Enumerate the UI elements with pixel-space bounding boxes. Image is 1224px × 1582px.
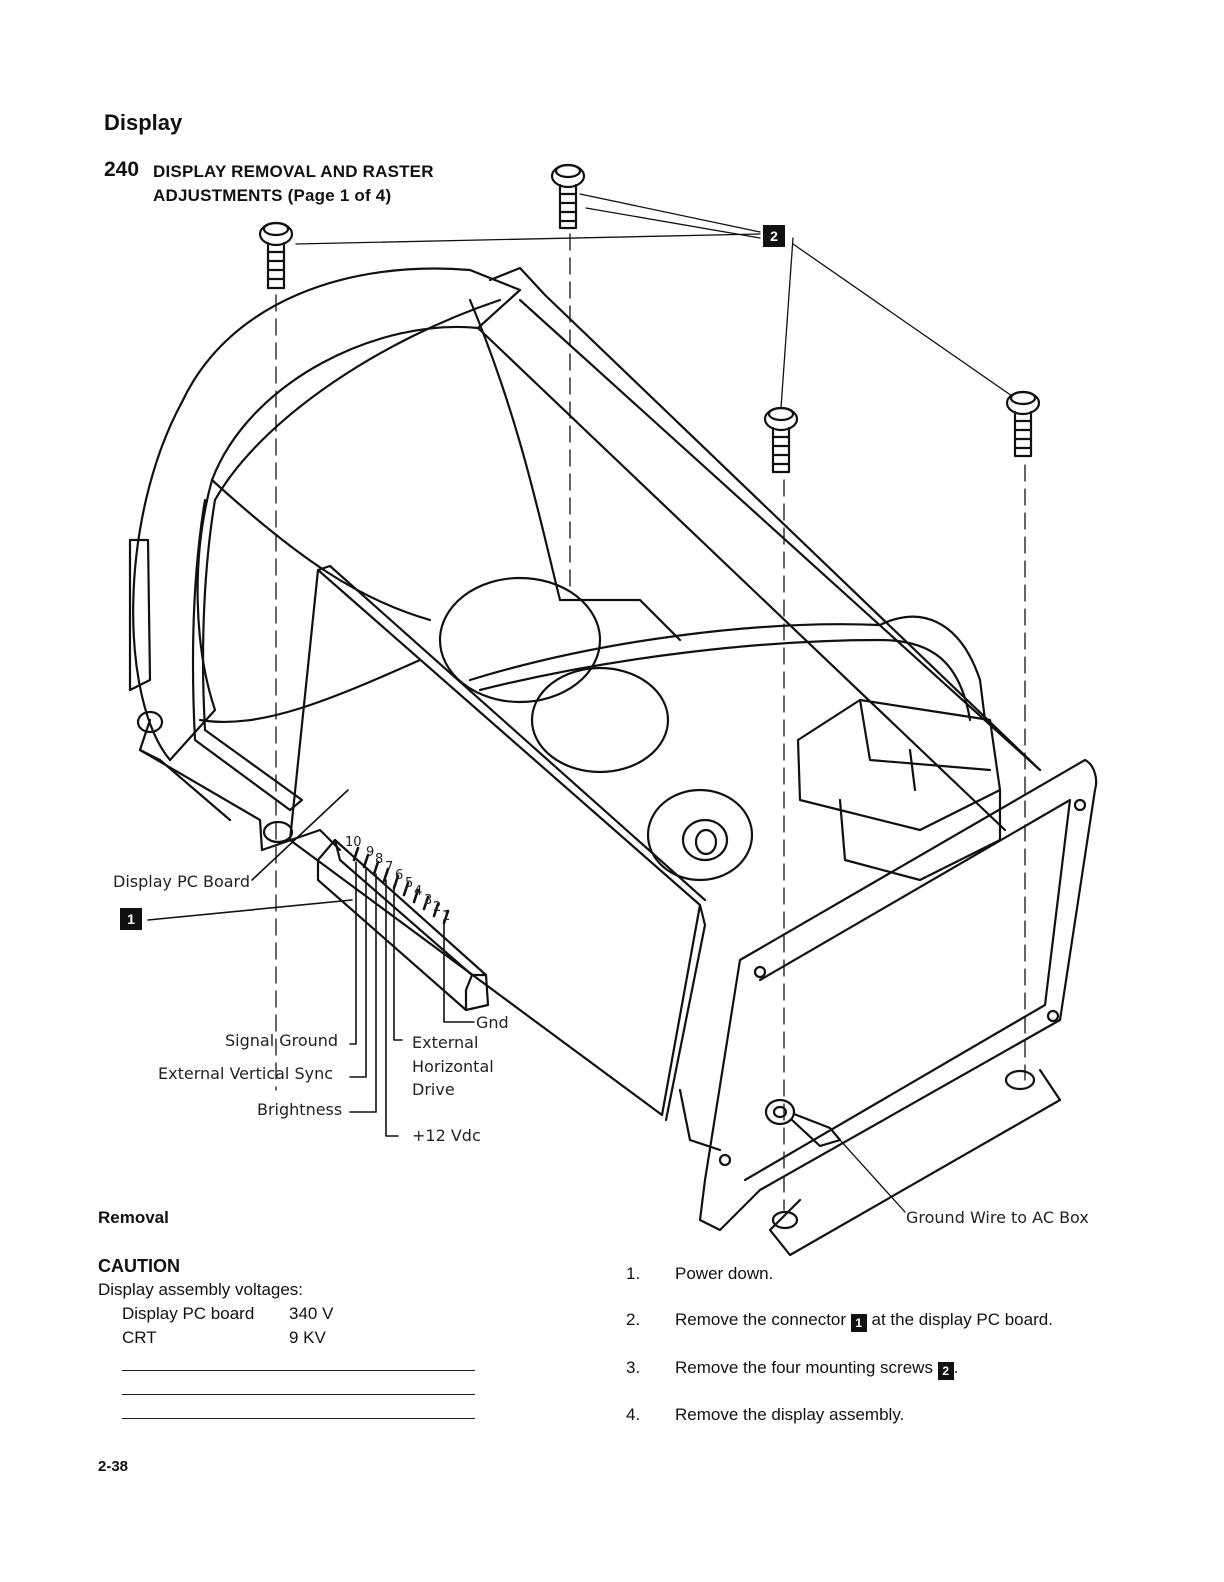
step-text: Remove the display assembly. (675, 1405, 905, 1424)
step-text: Remove the connector 1 at the display PC… (675, 1310, 1053, 1332)
divider (122, 1418, 475, 1419)
pin-number: 1 (442, 909, 451, 924)
pin-number: 7 (385, 860, 394, 875)
step-callout: 1 (850, 1314, 867, 1332)
divider (122, 1394, 475, 1395)
step-text: Power down. (675, 1264, 774, 1283)
pin-number: 9 (366, 845, 375, 860)
step-text: Remove the four mounting screws 2. (675, 1358, 959, 1380)
callout-connector-1: 1 (120, 908, 142, 930)
mounting-screw (550, 163, 586, 230)
label-brightness: Brightness (257, 1100, 343, 1119)
voltage-value: 340 V (289, 1304, 334, 1323)
label-display-pc-board: Display PC Board (113, 872, 250, 891)
label-external-horizontal-drive: External (412, 1033, 479, 1052)
label-external-horizontal-drive: Drive (412, 1080, 455, 1099)
mounting-screw (258, 221, 294, 290)
pin-number: 8 (375, 852, 384, 867)
step-number: 3. (626, 1358, 641, 1377)
label-ground-wire: Ground Wire to AC Box (906, 1208, 1089, 1227)
step-callout: 2 (937, 1362, 954, 1380)
step-number: 4. (626, 1405, 641, 1424)
pin-number: 4 (414, 884, 423, 899)
pin-number: 6 (395, 868, 404, 883)
pin-number: 2 (433, 900, 442, 915)
label-gnd: Gnd (476, 1013, 509, 1032)
pin-number: 3 (424, 893, 433, 908)
mounting-screw (763, 406, 799, 474)
callout-screws-2: 2 (763, 225, 785, 247)
mounting-screw (1005, 390, 1041, 458)
divider (122, 1370, 475, 1371)
step-number: 1. (626, 1264, 641, 1283)
heading-line-2: ADJUSTMENTS (Page 1 of 4) (153, 186, 392, 205)
caution-title: CAUTION (98, 1256, 180, 1276)
removal-title: Removal (98, 1208, 169, 1227)
voltage-part: Display PC board (122, 1304, 255, 1323)
voltage-value: 9 KV (289, 1328, 326, 1347)
label-external-horizontal-drive: Horizontal (412, 1057, 494, 1076)
label-signal-ground: Signal Ground (225, 1031, 339, 1050)
section-title: Display (104, 110, 183, 135)
step-number: 2. (626, 1310, 641, 1329)
pin-number: 10 (345, 835, 362, 850)
label-external-vertical-sync: External Vertical Sync (158, 1064, 334, 1083)
label-plus-12-vdc: +12 Vdc (412, 1126, 481, 1145)
heading-number: 240 (104, 158, 140, 181)
pin-number: 5 (405, 876, 414, 891)
page-number: 2-38 (98, 1458, 129, 1475)
voltage-part: CRT (122, 1328, 157, 1347)
heading-line-1: DISPLAY REMOVAL AND RASTER (153, 162, 434, 181)
caution-text: Display assembly voltages: (98, 1280, 304, 1299)
